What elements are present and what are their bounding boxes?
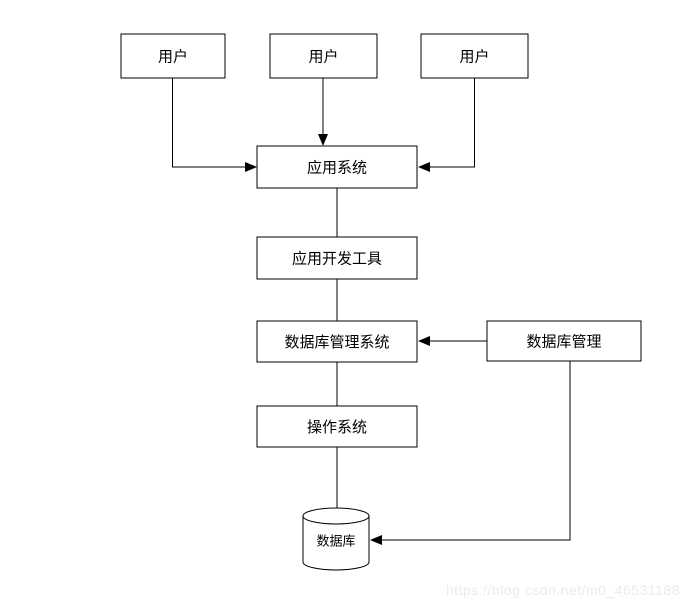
arrowhead-db-management-to-dbms xyxy=(418,336,430,346)
user-1-label: 用户 xyxy=(158,48,188,65)
node-dbms: 数据库管理系统 xyxy=(256,320,418,363)
node-user-3: 用户 xyxy=(420,33,529,79)
user-1-box xyxy=(120,33,226,79)
node-application-system: 应用系统 xyxy=(256,145,418,189)
operating-system-label: 操作系统 xyxy=(307,419,367,436)
edges-layer xyxy=(172,78,571,545)
user-2-label: 用户 xyxy=(308,48,338,65)
edge-db-management-to-database xyxy=(382,361,571,541)
node-application-dev-tools: 应用开发工具 xyxy=(256,236,418,280)
database-management-box xyxy=(486,320,642,362)
edge-user1-to-app-system xyxy=(172,78,245,168)
user-3-label: 用户 xyxy=(459,48,489,65)
dbms-box xyxy=(256,320,418,363)
arrowhead-db-management-to-database xyxy=(370,535,382,545)
node-user-1: 用户 xyxy=(120,33,226,79)
dbms-label: 数据库管理系统 xyxy=(284,334,389,351)
node-operating-system: 操作系统 xyxy=(256,405,418,448)
arrowhead-user2-to-app-system xyxy=(318,134,328,146)
arrowhead-user3-to-app-system xyxy=(418,162,430,172)
database-management-label: 数据库管理 xyxy=(526,333,601,350)
arrowhead-user1-to-app-system xyxy=(245,162,257,172)
watermark-text: https://blog.csdn.net/m0_46531188 xyxy=(445,582,680,598)
node-database-management: 数据库管理 xyxy=(486,320,642,362)
node-user-2: 用户 xyxy=(269,33,378,79)
application-system-label: 应用系统 xyxy=(307,158,367,176)
user-3-box xyxy=(420,33,529,79)
nodes-layer: 用户 用户 用户 应用系统 应用开发工具 数据库管理系统 xyxy=(120,33,642,571)
edge-user3-to-app-system xyxy=(429,78,475,168)
operating-system-box xyxy=(256,405,418,448)
user-2-box xyxy=(269,33,378,79)
application-dev-tools-label: 应用开发工具 xyxy=(292,249,382,267)
database-cylinder-top xyxy=(302,507,370,525)
application-dev-tools-box xyxy=(256,236,418,280)
database-label: 数据库 xyxy=(316,534,355,549)
database-cylinder-body xyxy=(302,516,370,571)
node-database-cylinder: 数据库 xyxy=(302,507,370,571)
application-system-box xyxy=(256,145,418,189)
